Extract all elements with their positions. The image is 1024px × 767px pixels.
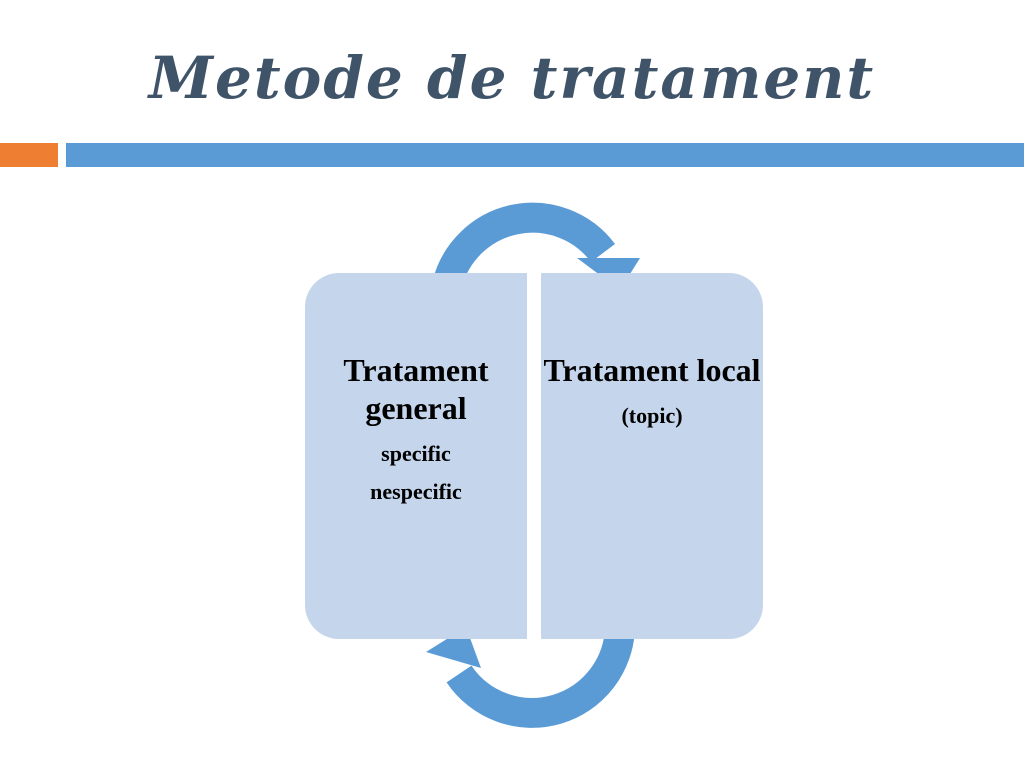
accent-bar-blue (66, 143, 1024, 167)
curved-arrow-left-icon (426, 626, 635, 728)
panel-local-treatment: Tratament local (topic) (541, 273, 763, 639)
panel-items-local: (topic) (541, 397, 763, 435)
slide-title: Metode de tratament (148, 44, 876, 112)
accent-bar-orange (0, 143, 58, 167)
panel-general-treatment: Tratament general specific nespecific (305, 273, 527, 639)
panel-item: specific (381, 441, 451, 466)
panel-item: (topic) (621, 403, 683, 428)
panel-heading-general: Tratament general (343, 352, 489, 426)
panel-item: nespecific (370, 479, 462, 504)
panel-heading-local: Tratament local (543, 352, 761, 388)
panel-items-general: specific nespecific (305, 435, 527, 511)
